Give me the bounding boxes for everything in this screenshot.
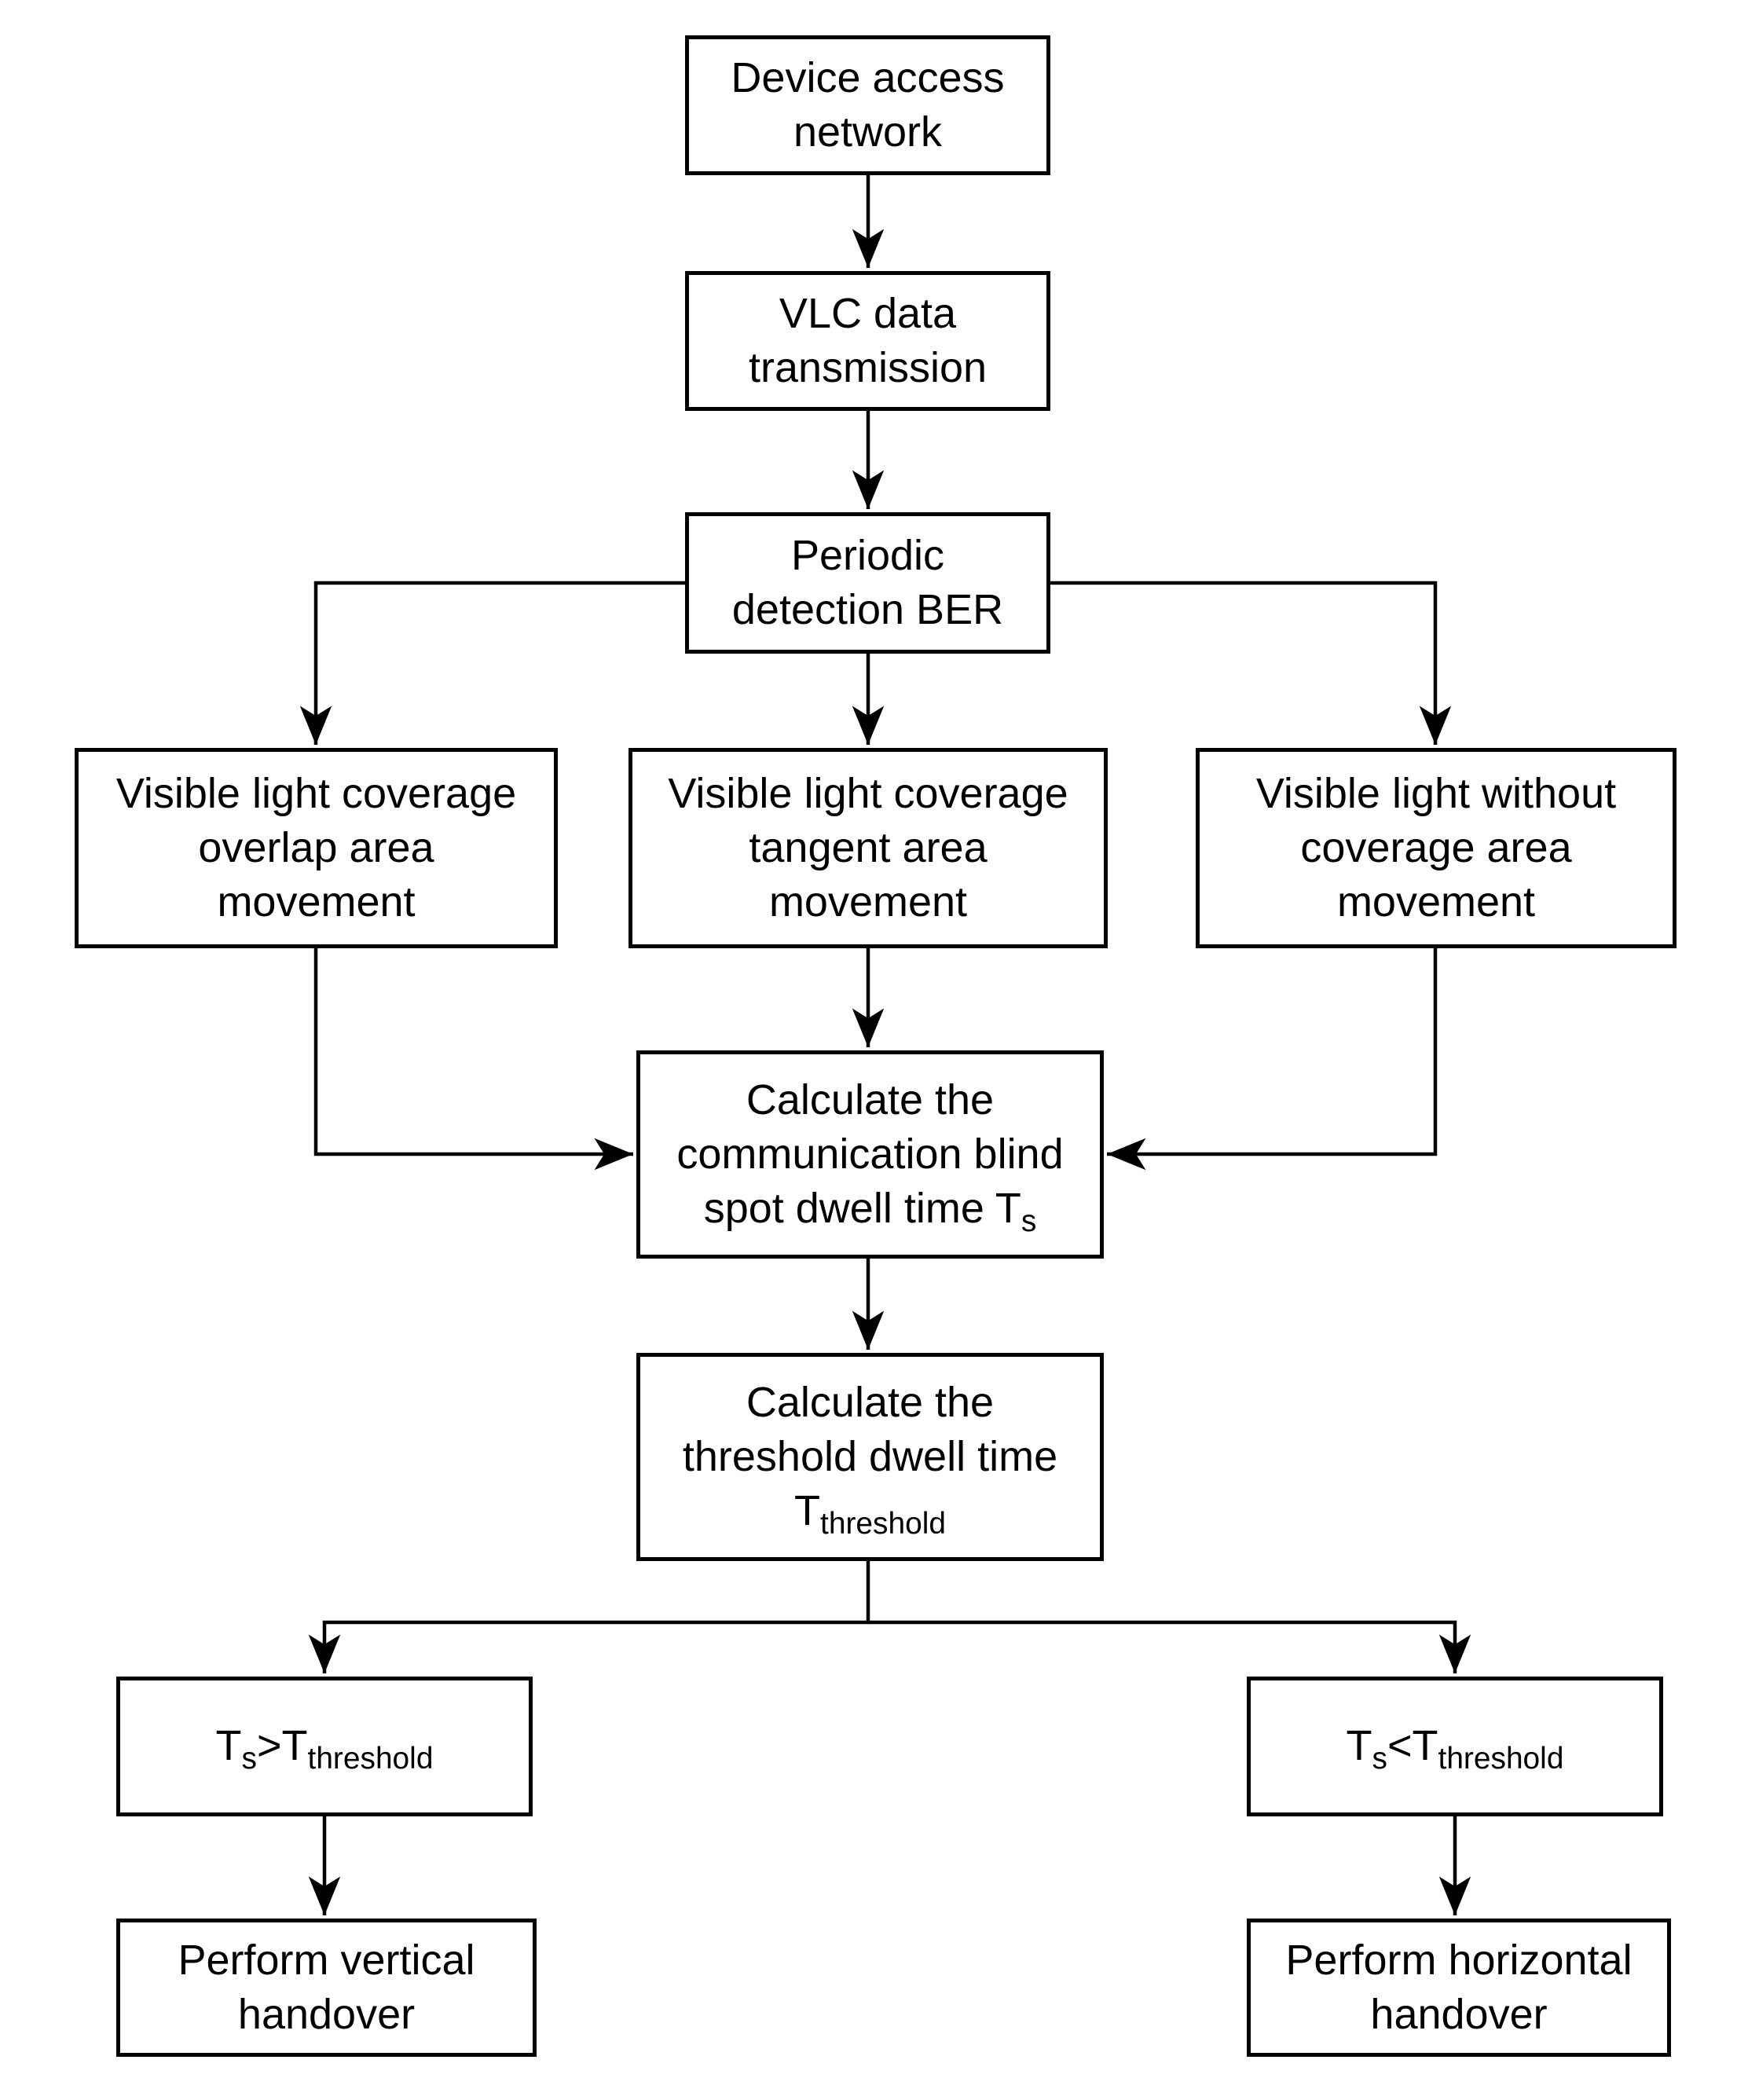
edge-overlap-to-calc-blind: [313, 948, 633, 1171]
condition-label: Ts>Tthreshold: [215, 1722, 434, 1776]
node-overlap-area-movement: Visible light coverage overlap area move…: [75, 748, 558, 948]
subscript-threshold: threshold: [1438, 1742, 1564, 1776]
node-label-line: Visible light coverage: [668, 769, 1068, 817]
condition-label: Ts<Tthreshold: [1346, 1722, 1564, 1776]
node-label-line: Periodic: [790, 531, 945, 579]
subscript-s: s: [1021, 1204, 1037, 1238]
node-label-line: Perform vertical: [178, 1936, 475, 1984]
node-periodic-detection-ber: Periodic detection BER: [685, 512, 1050, 654]
greater-than-operator: >: [256, 1722, 282, 1770]
node-label-line: Device access: [731, 53, 1005, 101]
subscript-s: s: [1372, 1742, 1387, 1776]
node-label-line: Calculate the: [746, 1076, 995, 1123]
node-label-line: movement: [1336, 878, 1536, 926]
subscript-threshold: threshold: [820, 1506, 946, 1541]
edge-without-to-calc-blind: [1107, 948, 1438, 1171]
less-than-operator: <: [1387, 1722, 1413, 1770]
node-label-line: Visible light coverage: [115, 769, 517, 817]
node-condition-ts-less-threshold: Ts<Tthreshold: [1247, 1677, 1663, 1816]
node-without-coverage-movement: Visible light without coverage area move…: [1196, 748, 1677, 948]
node-perform-vertical-handover: Perform vertical handover: [116, 1919, 537, 2057]
node-label-line: detection BER: [731, 586, 1004, 633]
node-calc-threshold-dwell-time: Calculate the threshold dwell time Tthre…: [636, 1353, 1104, 1561]
node-label-line: threshold dwell time: [682, 1432, 1058, 1480]
node-device-access-network: Device access network: [685, 35, 1050, 175]
edge-periodic-to-overlap: [299, 581, 685, 745]
node-calc-blind-spot-dwell-time: Calculate the communication blind spot d…: [636, 1050, 1104, 1259]
node-label-line: network: [793, 108, 943, 156]
node-label-line: communication blind: [676, 1130, 1064, 1178]
node-tangent-area-movement: Visible light coverage tangent area move…: [628, 748, 1108, 948]
node-label-line: Tthreshold: [794, 1487, 946, 1541]
node-perform-horizontal-handover: Perform horizontal handover: [1247, 1919, 1671, 2057]
node-label-line: Visible light without: [1255, 769, 1617, 817]
node-label-line: VLC data: [779, 289, 957, 337]
node-label-line: coverage area: [1300, 823, 1572, 871]
node-label-line: Calculate the: [746, 1378, 995, 1426]
node-label-line: Perform horizontal: [1285, 1936, 1633, 1984]
edge-threshold-to-cond-greater: [308, 1561, 870, 1673]
node-label-line: tangent area: [749, 823, 988, 871]
subscript-s: s: [241, 1742, 257, 1776]
edge-threshold-to-cond-less: [868, 1620, 1471, 1673]
node-label-line: overlap area: [198, 823, 434, 871]
node-label-line: handover: [1370, 1991, 1548, 2038]
node-label-line: handover: [237, 1991, 416, 2038]
node-label-line: spot dwell time Ts: [703, 1185, 1037, 1238]
subscript-threshold: threshold: [307, 1742, 434, 1776]
edge-periodic-to-without: [1050, 581, 1452, 745]
node-vlc-data-transmission: VLC data transmission: [685, 271, 1050, 411]
node-label-line: transmission: [748, 344, 988, 391]
node-condition-ts-greater-threshold: Ts>Tthreshold: [116, 1677, 533, 1816]
node-label-line: movement: [768, 878, 968, 926]
node-label-line: movement: [217, 878, 416, 926]
